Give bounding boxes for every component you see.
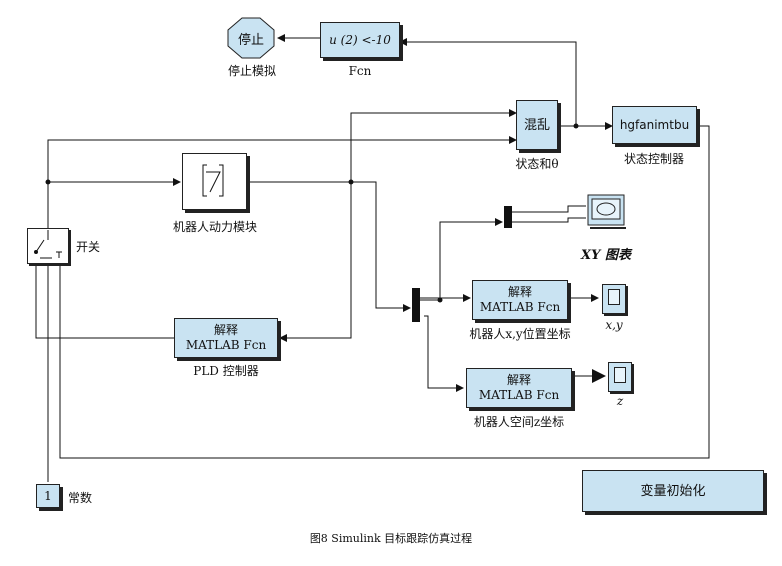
- mux-block[interactable]: [412, 288, 420, 322]
- variable-init-text: 变量初始化: [640, 483, 706, 499]
- scope-z-label: z: [616, 394, 624, 408]
- figure-caption: 图8 Simulink 目标跟踪仿真过程: [309, 532, 473, 545]
- constant-label: 常数: [68, 491, 93, 505]
- scope-z-screen-icon: [614, 367, 626, 383]
- stop-block[interactable]: 停止: [227, 17, 275, 59]
- fcn-block[interactable]: u (2) <-10: [320, 22, 400, 58]
- matlab-xy-line1: 解释: [507, 285, 532, 299]
- xy-mux-block[interactable]: [504, 206, 512, 228]
- pld-label: PLD 控制器: [193, 364, 259, 378]
- stop-label: 停止模拟: [227, 64, 276, 78]
- matlab-z-line2: MATLAB Fcn: [478, 388, 560, 402]
- pld-line2: MATLAB Fcn: [185, 338, 267, 352]
- fcn-label: Fcn: [348, 64, 372, 78]
- matlab-xy-label: 机器人x,y位置坐标: [469, 327, 571, 341]
- constant-block[interactable]: 1: [36, 484, 60, 508]
- matlab-z-block[interactable]: 解释 MATLAB Fcn: [466, 368, 572, 408]
- xy-graph-label: XY 图表: [581, 248, 631, 263]
- chaos-text: 混乱: [523, 117, 550, 133]
- matlab-xy-line2: MATLAB Fcn: [479, 300, 561, 314]
- scope-xy-block[interactable]: [602, 284, 626, 314]
- switch-icon: [34, 230, 62, 259]
- fcn-text: u (2) <-10: [329, 32, 391, 47]
- switch-block[interactable]: [27, 228, 69, 264]
- robot-dynamics-icon: [202, 164, 224, 197]
- state-controller-label: 状态控制器: [623, 152, 684, 166]
- scope-xy-screen-icon: [608, 289, 620, 305]
- scope-z-block[interactable]: [608, 362, 632, 392]
- state-controller-text: hgfanimtbu: [619, 117, 690, 132]
- state-controller-block[interactable]: hgfanimtbu: [612, 106, 697, 144]
- chaos-block[interactable]: 混乱: [516, 100, 558, 150]
- stop-text: 停止: [237, 32, 264, 48]
- xy-graph-icon: [587, 194, 626, 229]
- constant-text: 1: [44, 488, 52, 503]
- switch-label: 开关: [76, 240, 101, 254]
- matlab-z-label: 机器人空间z坐标: [473, 415, 565, 429]
- pld-controller-block[interactable]: 解释 MATLAB Fcn: [174, 318, 278, 358]
- chaos-label: 状态和θ: [515, 157, 559, 171]
- matlab-z-line1: 解释: [506, 373, 531, 387]
- matlab-xy-block[interactable]: 解释 MATLAB Fcn: [472, 280, 568, 320]
- variable-init-block[interactable]: 变量初始化: [582, 470, 764, 512]
- robot-dynamics-label: 机器人动力模块: [172, 220, 257, 234]
- scope-xy-label: x,y: [605, 318, 623, 332]
- pld-line1: 解释: [213, 323, 238, 337]
- robot-dynamics-block[interactable]: [182, 153, 247, 210]
